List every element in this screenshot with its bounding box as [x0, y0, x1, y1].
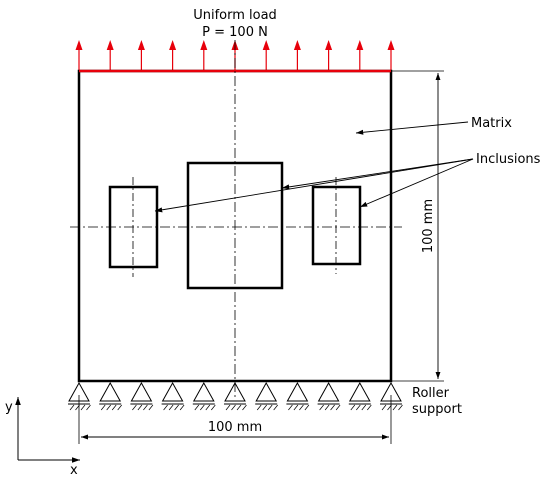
roller-hatch: [299, 404, 304, 411]
matrix-label: Matrix: [471, 116, 512, 131]
roller-hatch: [200, 404, 205, 411]
load-arrow-head: [75, 40, 83, 50]
height-dimension-label: 100 mm: [421, 199, 436, 253]
load-arrow-head: [356, 40, 364, 50]
roller-hatch: [80, 404, 86, 411]
load-arrow-head: [325, 40, 333, 50]
roller-hatch: [100, 404, 106, 411]
roller-hatch: [361, 404, 367, 411]
roller-hatch: [117, 404, 122, 411]
roller-triangle: [317, 381, 340, 402]
roller-hatch: [205, 404, 211, 411]
roller-hatch: [168, 404, 174, 411]
roller-hatch: [174, 404, 179, 411]
load-arrow-head: [169, 40, 177, 50]
roller-hatch: [330, 404, 335, 411]
inclusion-right: [311, 185, 362, 266]
x-axis-label: x: [70, 463, 78, 478]
inclusion-leader-right: [359, 158, 474, 208]
roller-triangle: [286, 381, 309, 402]
load-value: P = 100 N: [202, 25, 268, 40]
roller-hatch: [324, 404, 330, 411]
roller-hatch: [211, 404, 216, 411]
roller-hatch: [319, 404, 324, 411]
roller-triangle: [161, 381, 184, 402]
roller-hatch: [86, 404, 91, 411]
load-arrow-head: [106, 40, 114, 50]
roller-hatch: [163, 404, 168, 411]
roller-hatch: [236, 404, 242, 411]
roller-hatch: [398, 404, 403, 411]
load-arrow-head: [137, 40, 145, 50]
y-axis-label: y: [5, 400, 13, 415]
roller-hatch: [242, 404, 247, 411]
roller-hatch: [148, 404, 154, 411]
roller-hatch: [179, 404, 185, 411]
roller-hatch: [304, 404, 310, 411]
roller-hatch: [106, 404, 111, 411]
roller-hatch: [137, 404, 143, 411]
roller-label-line1: Roller: [412, 386, 450, 401]
roller-hatch: [262, 404, 267, 411]
roller-triangle: [224, 381, 246, 402]
roller-label-line2: support: [412, 402, 462, 417]
roller-hatch: [381, 404, 387, 411]
roller-hatch: [350, 404, 356, 411]
width-dimension-label: 100 mm: [208, 420, 262, 435]
roller-triangle: [130, 381, 153, 402]
roller-hatch: [273, 404, 278, 411]
matrix-leader: [355, 121, 469, 135]
roller-hatch: [356, 404, 361, 411]
roller-supports: [68, 381, 403, 411]
inclusions-label: Inclusions: [476, 152, 541, 167]
roller-hatch: [231, 404, 236, 411]
load-arrow-head: [200, 40, 208, 50]
roller-triangle: [255, 381, 278, 402]
roller-hatch: [69, 404, 75, 411]
roller-hatch: [392, 404, 398, 411]
roller-hatch: [143, 404, 148, 411]
load-arrow-head: [387, 40, 395, 50]
roller-hatch: [288, 404, 293, 411]
load-arrow-head: [293, 40, 301, 50]
load-arrow-head: [262, 40, 270, 50]
roller-hatch: [293, 404, 299, 411]
roller-triangle: [99, 381, 122, 402]
roller-hatch: [256, 404, 262, 411]
roller-hatch: [111, 404, 117, 411]
roller-hatch: [225, 404, 231, 411]
load-title: Uniform load: [193, 8, 277, 23]
roller-hatch: [267, 404, 273, 411]
roller-hatch: [132, 404, 137, 411]
roller-triangle: [348, 381, 371, 402]
inclusion-leader-left: [154, 158, 474, 213]
roller-hatch: [367, 404, 372, 411]
roller-triangle: [192, 381, 215, 402]
inclusion-left: [108, 185, 159, 269]
roller-hatch: [335, 404, 341, 411]
roller-hatch: [194, 404, 200, 411]
inclusion-center: [186, 161, 284, 290]
